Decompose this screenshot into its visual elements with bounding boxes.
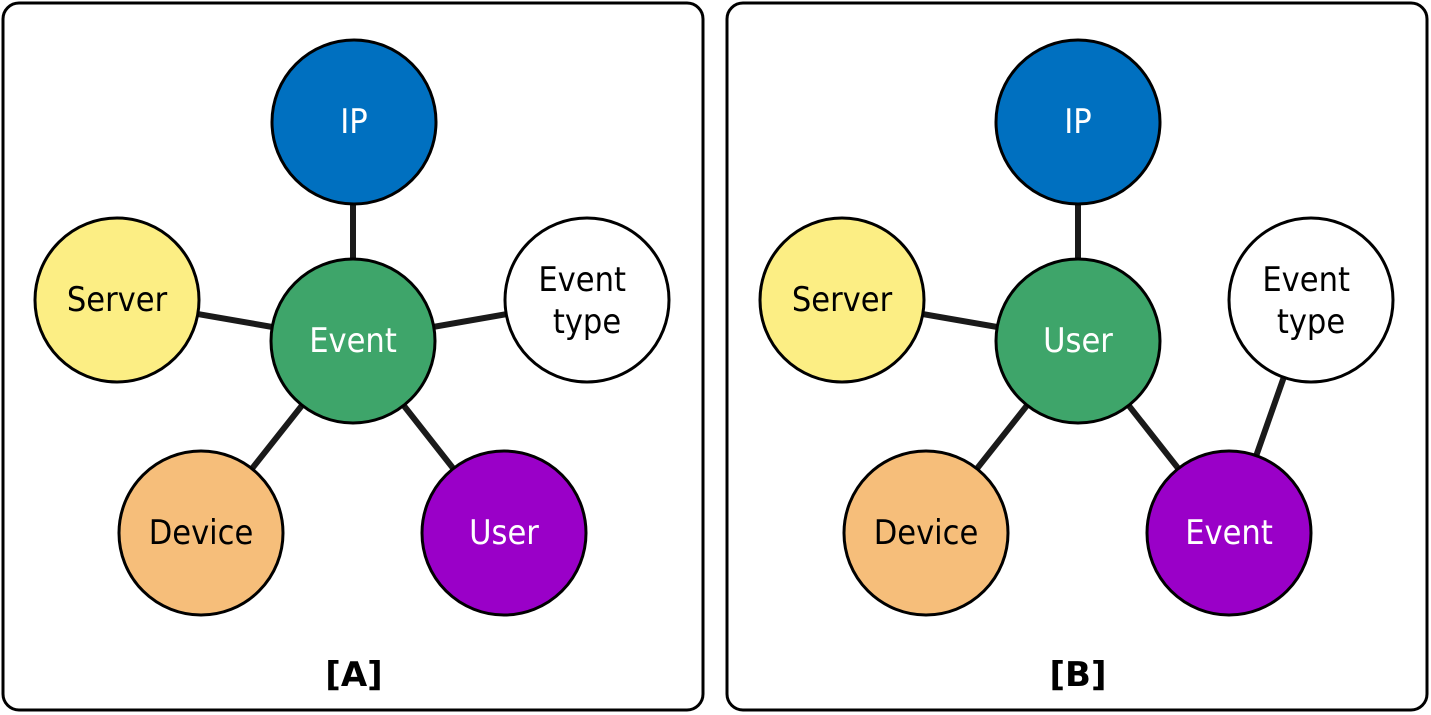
node-user-label: User	[469, 513, 539, 553]
node-user-circle	[420, 449, 588, 617]
node-event-type-label: Event type	[1262, 260, 1359, 342]
node-device: Device	[842, 449, 1010, 617]
node-center-event: Event	[269, 257, 437, 425]
node-device: Device	[117, 449, 285, 617]
node-ip-circle	[994, 38, 1162, 206]
node-server-label: Server	[792, 280, 893, 320]
node-event-type-circle	[1227, 216, 1395, 384]
node-server-circle	[33, 216, 201, 384]
node-ip: IP	[270, 38, 438, 206]
node-device-circle	[117, 449, 285, 617]
node-server: Server	[33, 216, 201, 384]
node-event: Event	[1145, 449, 1313, 617]
node-user: User	[420, 449, 588, 617]
node-device-circle	[842, 449, 1010, 617]
node-ip: IP	[994, 38, 1162, 206]
node-event-type-label-line-2: type	[1277, 302, 1345, 342]
node-event-type-label: Event type	[538, 260, 635, 342]
node-center-event-circle	[269, 257, 437, 425]
panel-a: IP Server Event type Event Device User […	[1, 1, 705, 712]
node-event-type: Event type	[503, 216, 671, 384]
panel-b: IP Server Event type User Device Event […	[725, 1, 1429, 712]
node-center-user: User	[994, 257, 1162, 425]
node-ip-circle	[270, 38, 438, 206]
node-center-user-label: User	[1043, 321, 1113, 361]
node-event-type-label-line-1: Event	[1262, 260, 1350, 300]
node-ip-label: IP	[340, 102, 367, 142]
node-event-type-circle	[503, 216, 671, 384]
node-center-user-circle	[994, 257, 1162, 425]
node-server: Server	[758, 216, 926, 384]
node-event-type-label-line-1: Event	[538, 260, 626, 300]
node-event-type: Event type	[1227, 216, 1395, 384]
node-server-circle	[758, 216, 926, 384]
panel-b-caption: [B]	[1050, 655, 1107, 695]
node-event-label: Event	[1185, 513, 1273, 553]
node-device-label: Device	[874, 513, 979, 553]
node-ip-label: IP	[1064, 102, 1091, 142]
node-event-circle	[1145, 449, 1313, 617]
node-server-label: Server	[67, 280, 168, 320]
node-center-event-label: Event	[309, 321, 397, 361]
node-event-type-label-line-2: type	[553, 302, 621, 342]
node-device-label: Device	[149, 513, 254, 553]
panel-a-caption: [A]	[325, 655, 382, 695]
